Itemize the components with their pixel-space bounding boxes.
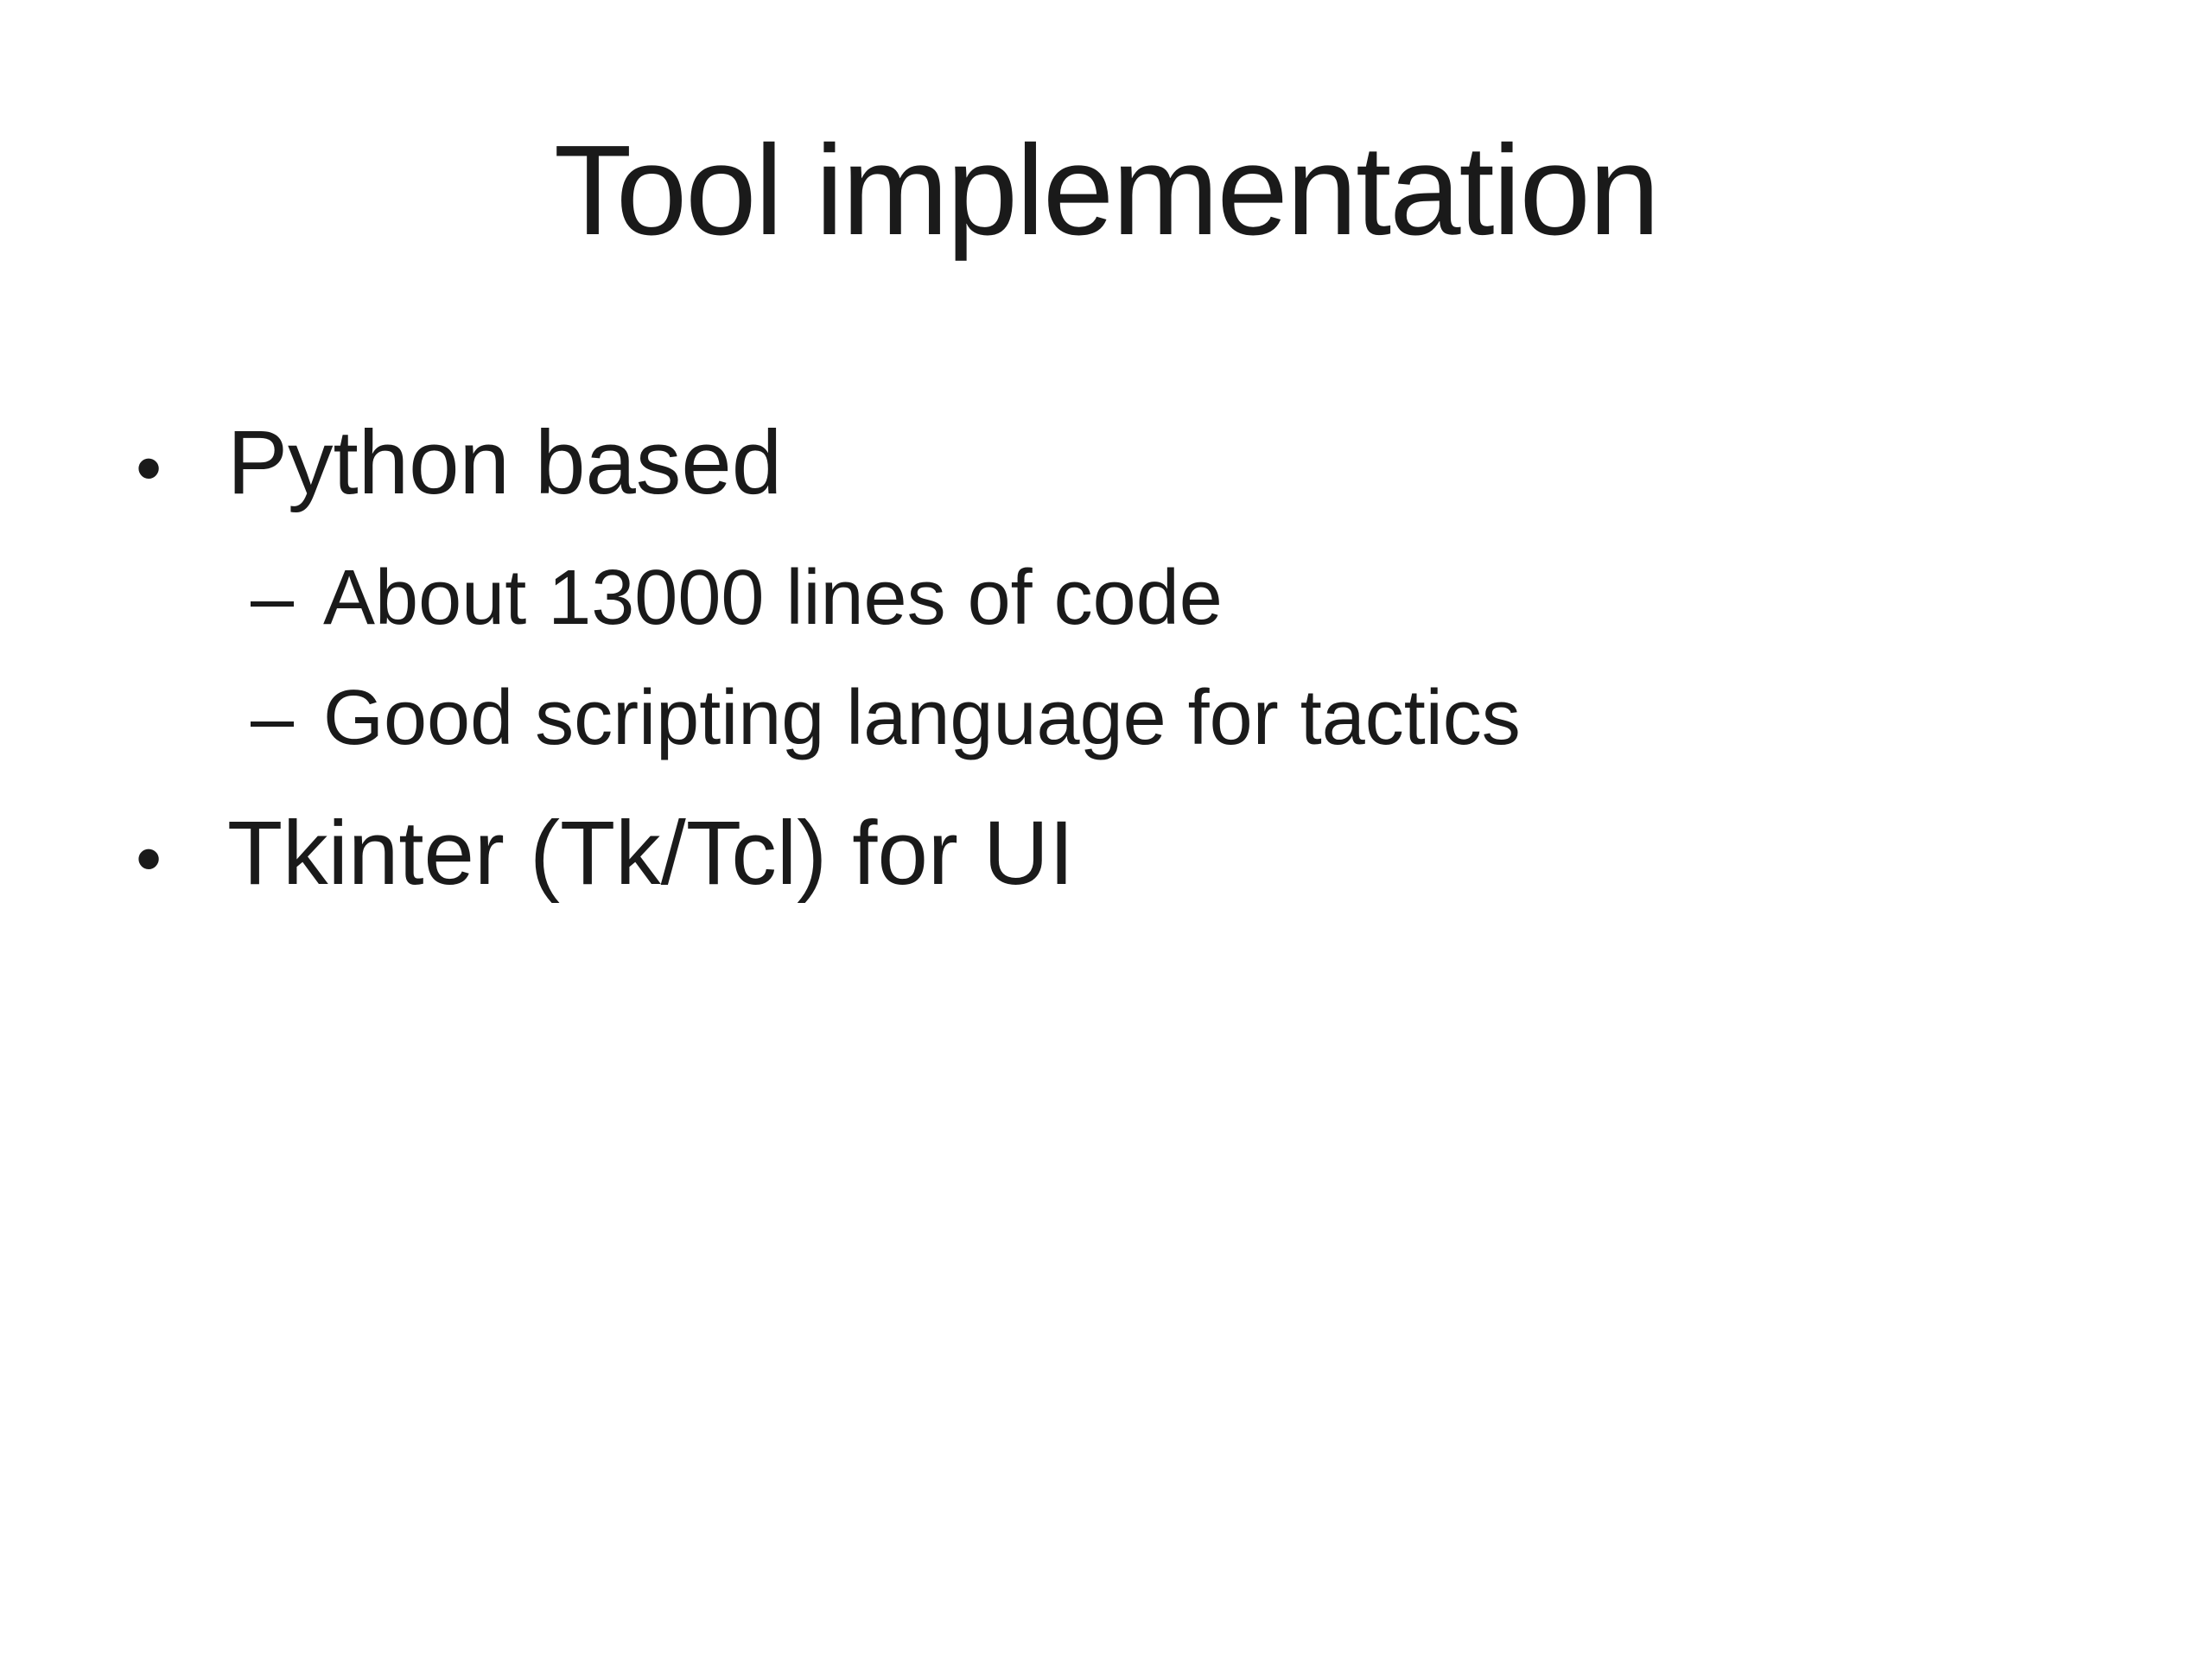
dash-marker-icon: – bbox=[251, 555, 295, 642]
bullet-item-lines-of-code: – About 13000 lines of code bbox=[251, 550, 2080, 647]
bullet-item-scripting-language: – Good scripting language for tactics bbox=[251, 670, 2080, 767]
bullet-text: Python based bbox=[227, 412, 783, 513]
slide-title: Tool implementation bbox=[553, 119, 1660, 262]
bullet-text: About 13000 lines of code bbox=[323, 555, 1223, 642]
bullet-item-python-based: • Python based bbox=[136, 406, 2080, 519]
bullet-text: Tkinter (Tk/Tcl) for UI bbox=[227, 803, 1075, 905]
bullet-dot-icon: • bbox=[136, 427, 162, 510]
bullet-item-tkinter: • Tkinter (Tk/Tcl) for UI bbox=[136, 797, 2080, 910]
dash-marker-icon: – bbox=[251, 674, 295, 761]
bullet-text: Good scripting language for tactics bbox=[323, 674, 1521, 761]
bullet-dot-icon: • bbox=[136, 817, 162, 901]
bullet-list: • Python based – About 13000 lines of co… bbox=[136, 406, 2080, 911]
